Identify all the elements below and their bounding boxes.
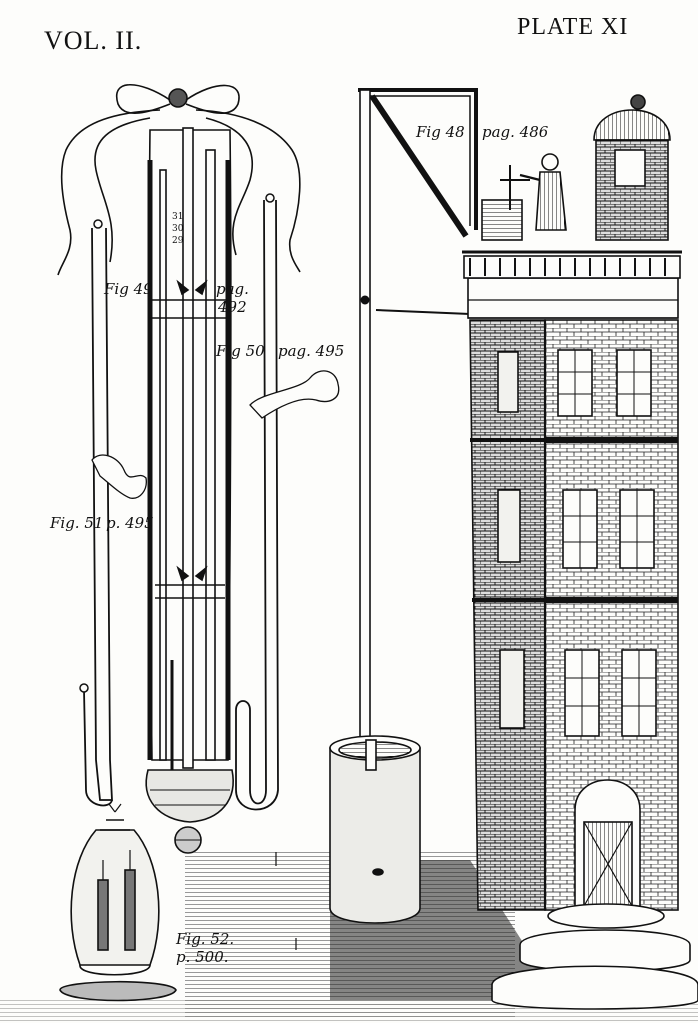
tube-fig51: [79, 219, 147, 807]
cylinder-fig48: [329, 735, 421, 924]
fig49-label: Fig 49: [104, 280, 153, 298]
plate-label: PLATE XI: [517, 14, 629, 40]
ground-marks: [275, 852, 297, 950]
barometer-scale-mark: 29: [172, 236, 184, 246]
barometer-fig49: [145, 127, 234, 854]
vessel-fig52: [59, 803, 177, 1002]
building: [462, 94, 698, 1010]
fig51-label: Fig. 51: [50, 514, 104, 532]
barometer-scale-mark: 31: [172, 212, 184, 222]
fig48-label: Fig 48: [416, 123, 465, 141]
barometer-scale-mark: 30: [172, 224, 184, 234]
volume-label: VOL. II.: [44, 26, 143, 55]
fig49-page-b: 492: [218, 298, 247, 316]
fig49-page-a: pag.: [216, 280, 249, 298]
fig48-page: pag. 486: [482, 123, 549, 141]
siphon-frame-fig48: [358, 88, 478, 761]
tube-fig50: [235, 193, 340, 811]
fig50-page: pag. 495: [278, 342, 345, 360]
ribbon-bow: [57, 83, 301, 276]
fig51-page: p. 495: [106, 514, 154, 532]
fig50-label: Fig 50: [216, 342, 265, 360]
fig52-label: Fig. 52.: [176, 930, 235, 948]
fig52-page: p. 500.: [176, 948, 229, 966]
